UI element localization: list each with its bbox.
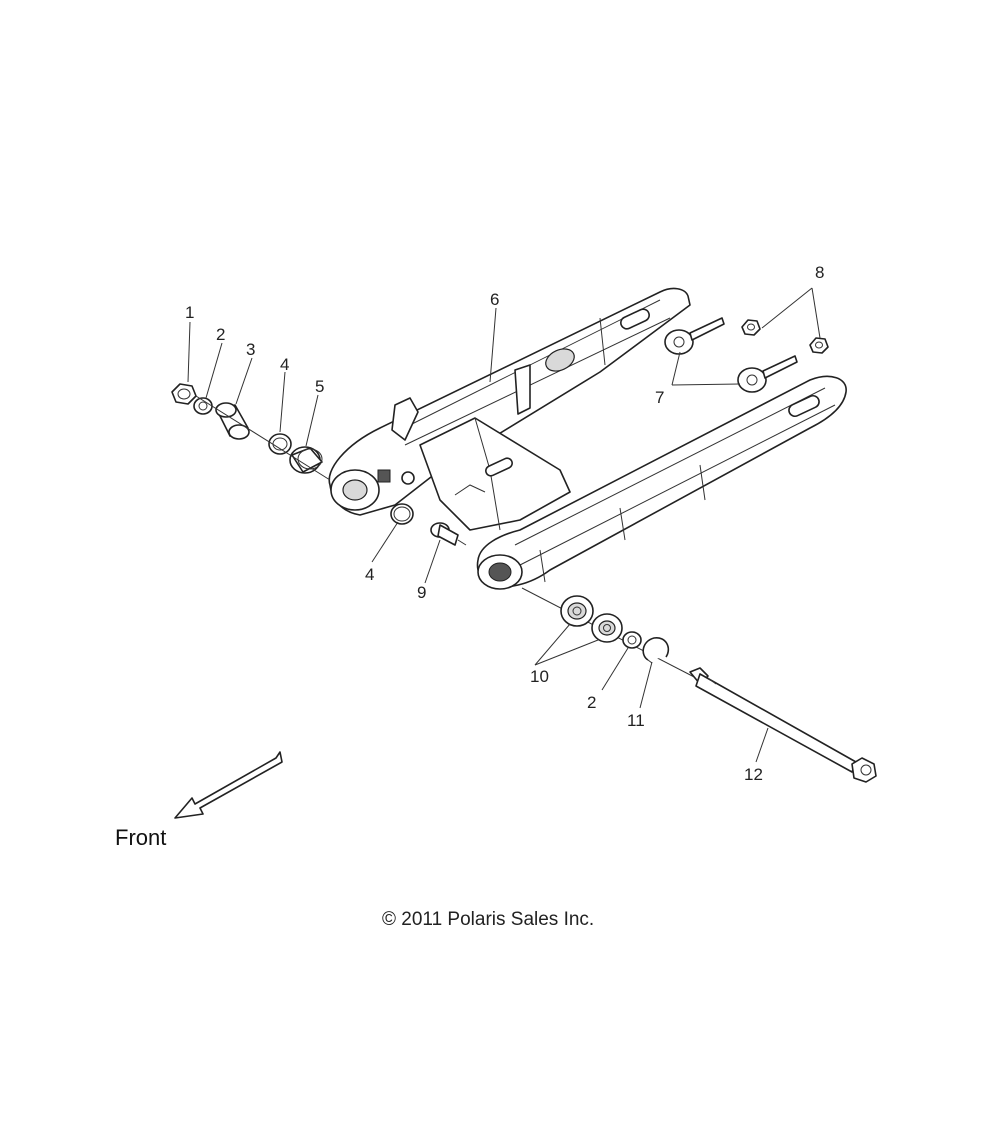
callout-4: 4 xyxy=(280,355,289,374)
callout-11: 11 xyxy=(627,711,645,730)
ring-part-4-bottom xyxy=(390,503,414,525)
nut-part-1 xyxy=(171,383,197,405)
callout-10: 10 xyxy=(530,667,549,686)
pin-part-9 xyxy=(430,522,467,546)
bolt-part-7-lower xyxy=(737,355,798,393)
nut-part-8-upper xyxy=(741,319,761,336)
washer-part-2-right xyxy=(622,631,642,649)
front-label: Front xyxy=(115,825,166,850)
callout-7: 7 xyxy=(655,388,664,407)
callout-8: 8 xyxy=(815,263,824,282)
spacer-part-3 xyxy=(215,402,250,440)
callout-6: 6 xyxy=(490,290,499,309)
bushing-part-5 xyxy=(289,446,323,474)
callout-12: 12 xyxy=(744,765,763,784)
callout-2b: 2 xyxy=(587,693,596,712)
callout-2: 2 xyxy=(216,325,225,344)
callout-3: 3 xyxy=(246,340,255,359)
bearing-part-10-b xyxy=(591,613,623,643)
bolt-part-7-upper xyxy=(664,317,725,355)
callout-9: 9 xyxy=(417,583,426,602)
callout-5: 5 xyxy=(315,377,324,396)
circlip-part-11 xyxy=(642,637,670,664)
callout-4b: 4 xyxy=(365,565,374,584)
ring-part-4-top xyxy=(268,433,292,455)
front-arrow-icon xyxy=(174,751,283,819)
copyright-text: © 2011 Polaris Sales Inc. xyxy=(382,909,594,930)
callout-1: 1 xyxy=(185,303,194,322)
leader-lines xyxy=(187,287,821,763)
axle-bolt-part-12 xyxy=(689,667,877,783)
bearing-part-10-a xyxy=(560,595,594,627)
swingarm-part-6 xyxy=(328,287,847,590)
nut-part-8-lower xyxy=(809,337,829,354)
